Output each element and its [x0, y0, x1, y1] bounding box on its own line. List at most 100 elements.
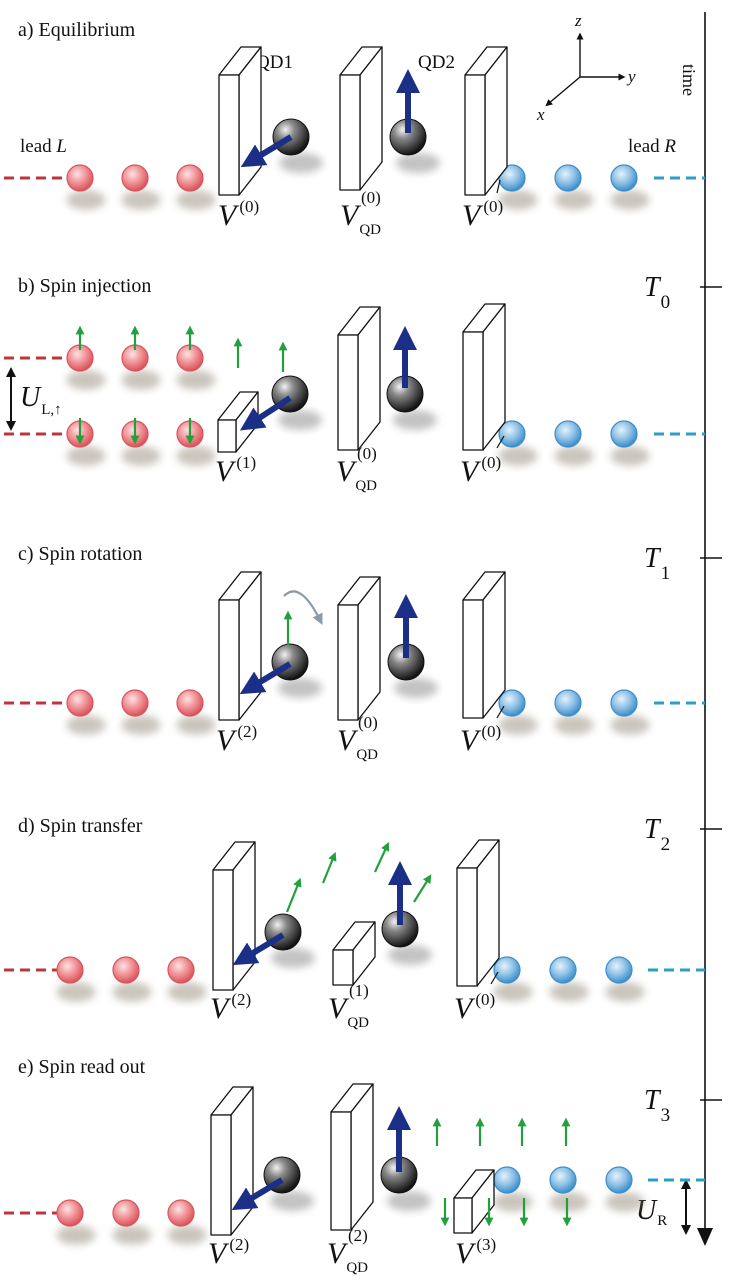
lead-left-site-e-1: [112, 1199, 152, 1245]
barrier-d-1: [212, 841, 256, 991]
lead-right-site-e-0: [493, 1166, 533, 1212]
axis-x-label: x: [536, 105, 545, 124]
barrier-e-3: [453, 1169, 495, 1234]
barrier-label-d-3: V(0): [454, 990, 495, 1025]
barrier-d-3: [456, 839, 500, 987]
barrier-c-2: [337, 576, 381, 721]
barrier-label-a-3: V(0): [462, 197, 503, 232]
barrier-label-c-1: V(2): [216, 722, 257, 757]
lead-right-site-e-2: [605, 1166, 645, 1212]
barrier-label-d-2: VQD(1): [328, 981, 369, 1031]
barrier-a-3: [464, 46, 508, 196]
bias-right: UR: [636, 1179, 691, 1235]
panel-d-title: d) Spin transfer: [18, 815, 143, 837]
qd2-dot-e: [380, 1156, 431, 1211]
lead-left-site-a-0: [66, 164, 106, 210]
lead-left-site-d-0: [56, 956, 96, 1002]
barrier-c-1: [218, 571, 262, 721]
barrier-label-d-1: V(2): [210, 990, 251, 1025]
lead-right-site-c-1: [554, 689, 594, 735]
qd1-spin-e: [231, 1177, 284, 1211]
qd1-spin-d: [232, 932, 285, 966]
spin-transfer-d-1: [285, 877, 302, 913]
barrier-c-3: [462, 571, 506, 719]
time-mark-t3: T3: [644, 1085, 670, 1126]
barrier-e-2: [330, 1083, 374, 1231]
barrier-label-b-1: V(1): [215, 453, 256, 488]
lead-right-site-d-0: [493, 956, 533, 1002]
panel-b-title: b) Spin injection: [18, 275, 151, 297]
barrier-label-e-2: VQD(2): [327, 1226, 368, 1276]
barrier-label-a-2: VQD(0): [340, 188, 381, 238]
qd2-dot-c: [387, 643, 438, 698]
time-mark-t0: T0: [644, 272, 670, 313]
lead-right-site-a-1: [554, 164, 594, 210]
lead-right-site-d-1: [549, 956, 589, 1002]
barrier-b-2: [337, 306, 381, 451]
qd1-spin-a: [240, 134, 293, 168]
panel-e-title: e) Spin read out: [18, 1056, 146, 1078]
lead-right-label: lead R: [628, 136, 676, 157]
lead-right-site-b-1: [554, 420, 594, 466]
qd2-dot-a: [389, 118, 440, 173]
lead-left-site-b-top-1: [121, 344, 161, 390]
axis-z-label: z: [574, 11, 582, 30]
barrier-e-1: [210, 1086, 254, 1236]
lead-left-site-e-0: [56, 1199, 96, 1245]
time-mark-t1: T1: [644, 543, 670, 584]
lead-left-label: lead L: [20, 136, 67, 157]
qd2-dot-d: [381, 910, 432, 965]
lead-left-site-c-0: [66, 689, 106, 735]
barrier-label-b-3: V(0): [460, 453, 501, 488]
lead-left-site-b-bottom-0: [66, 420, 106, 466]
lead-left-site-c-1: [121, 689, 161, 735]
barrier-label-a-1: V(0): [218, 197, 259, 232]
lead-right-site-c-0: [498, 689, 538, 735]
lead-right-site-b-0: [498, 420, 538, 466]
lead-right-site-a-2: [610, 164, 650, 210]
spin-transfer-d-2: [321, 851, 337, 884]
lead-right-site-a-0: [498, 164, 538, 210]
spin-transfer-d-3: [374, 842, 390, 873]
barrier-label-c-2: VQD(0): [337, 713, 378, 763]
lead-left-site-b-top-2: [176, 344, 216, 390]
axis-y-label: y: [626, 67, 636, 86]
qd2-dot-b: [386, 375, 437, 430]
barrier-label-b-2: VQD(0): [336, 444, 377, 494]
bias-left: UL,↑: [6, 367, 62, 431]
lead-left-site-a-1: [121, 164, 161, 210]
lead-left-site-d-2: [167, 956, 207, 1002]
lead-right-site-d-2: [605, 956, 645, 1002]
lead-left-site-d-1: [112, 956, 152, 1002]
qd1-spin-c: [239, 661, 292, 695]
barrier-label-e-3: V(3): [455, 1235, 496, 1270]
lead-right-site-b-2: [610, 420, 650, 466]
qd1-dot-c: [271, 643, 322, 698]
lead-left-site-e-2: [167, 1199, 207, 1245]
axes: z y x: [536, 11, 636, 124]
spin-transfer-d-4: [413, 874, 432, 903]
qd2-label: QD2: [418, 52, 455, 73]
time-axis: time T0 T1 T2 T3: [644, 12, 722, 1246]
lead-right-site-c-2: [610, 689, 650, 735]
svg-text:UL,↑: UL,↑: [20, 382, 62, 418]
barrier-b-3: [462, 303, 506, 451]
barrier-a-2: [339, 46, 383, 191]
qd1-label: QD1: [256, 52, 293, 73]
lead-left-site-c-2: [176, 689, 216, 735]
rotation-arrow: [283, 590, 323, 625]
qd1-spin-b: [239, 395, 292, 431]
barrier-label-e-1: V(2): [208, 1235, 249, 1270]
barrier-a-1: [218, 46, 262, 196]
panel-c-title: c) Spin rotation: [18, 543, 142, 565]
barrier-d-2: [332, 921, 376, 986]
lead-right-site-e-1: [549, 1166, 589, 1212]
panel-a-title: a) Equilibrium: [18, 19, 136, 41]
lead-left-site-a-2: [176, 164, 216, 210]
lead-left-site-b-top-0: [66, 344, 106, 390]
barrier-label-c-3: V(0): [460, 722, 501, 757]
lead-left-site-b-bottom-2: [176, 420, 216, 466]
time-mark-t2: T2: [644, 814, 670, 855]
lead-left-site-b-bottom-1: [121, 420, 161, 466]
